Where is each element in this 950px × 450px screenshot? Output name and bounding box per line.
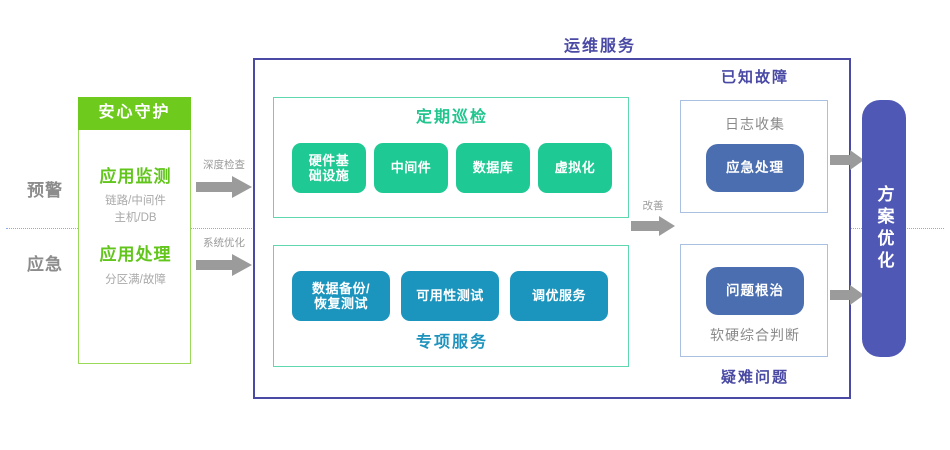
fault-caption-log-collection: 日志收集 xyxy=(725,115,785,132)
connector-deep-check-label: 深度检查 xyxy=(203,159,245,172)
pill-emergency-handling[interactable]: 应急处理 xyxy=(706,144,804,192)
connector-improve-label: 改善 xyxy=(642,199,664,212)
chip-tuning-service[interactable]: 调优服务 xyxy=(510,271,608,321)
outcome-pill-solution-optimization[interactable]: 方案优化 xyxy=(862,100,906,357)
arrow-right-icon xyxy=(196,176,252,198)
connector-difficult-to-outcome xyxy=(830,285,864,309)
fault-caption-hw-sw-judgment: 软硬综合判断 xyxy=(710,326,800,343)
pill-root-cause-fix[interactable]: 问题根治 xyxy=(706,267,804,315)
connector-known-to-outcome xyxy=(830,150,864,174)
chip-hardware-infrastructure[interactable]: 硬件基 础设施 xyxy=(292,143,366,193)
frame-title: 运维服务 xyxy=(563,37,636,55)
assurance-row-sub-monitor: 链路/中间件 主机/DB xyxy=(105,195,166,224)
fault-box-difficult: 问题根治 软硬综合判断 xyxy=(680,244,828,357)
connector-system-optimize-label: 系统优化 xyxy=(203,237,245,250)
assurance-card-header: 安心守护 xyxy=(78,97,191,130)
panel-special-service: 数据备份/ 恢复测试 可用性测试 调优服务 专项服务 xyxy=(273,245,629,367)
assurance-row-sub-handle: 分区满/故障 xyxy=(105,273,166,286)
arrow-right-icon xyxy=(830,285,864,305)
fault-title-known: 已知故障 xyxy=(720,69,789,87)
assurance-card-body: 应用监测 链路/中间件 主机/DB 应用处理 分区满/故障 xyxy=(78,130,191,364)
chip-database[interactable]: 数据库 xyxy=(456,143,530,193)
arrow-right-icon xyxy=(196,254,252,276)
panel-special-service-title: 专项服务 xyxy=(415,333,488,351)
chip-virtualization[interactable]: 虚拟化 xyxy=(538,143,612,193)
chip-middleware[interactable]: 中间件 xyxy=(374,143,448,193)
connector-deep-check: 深度检查 xyxy=(196,158,256,200)
assurance-row-title-handle: 应用处理 xyxy=(99,244,172,264)
arrow-right-icon xyxy=(631,216,675,236)
fault-title-difficult: 疑难问题 xyxy=(720,369,789,387)
arrow-right-icon xyxy=(830,150,864,170)
chip-availability-test[interactable]: 可用性测试 xyxy=(401,271,499,321)
connector-improve: 改善 xyxy=(631,199,679,239)
panel-regular-inspection-title: 定期巡检 xyxy=(415,108,488,126)
connector-system-optimize: 系统优化 xyxy=(196,236,256,278)
stage-label-emergency: 应急 xyxy=(27,254,63,274)
stage-label-warning: 预警 xyxy=(27,180,63,200)
chip-backup-restore-test[interactable]: 数据备份/ 恢复测试 xyxy=(292,271,390,321)
assurance-row-title-monitor: 应用监测 xyxy=(99,166,172,186)
assurance-card: 安心守护 应用监测 链路/中间件 主机/DB 应用处理 分区满/故障 xyxy=(78,97,191,364)
panel-regular-inspection: 定期巡检 硬件基 础设施 中间件 数据库 虚拟化 xyxy=(273,97,629,218)
fault-box-known: 日志收集 应急处理 xyxy=(680,100,828,213)
